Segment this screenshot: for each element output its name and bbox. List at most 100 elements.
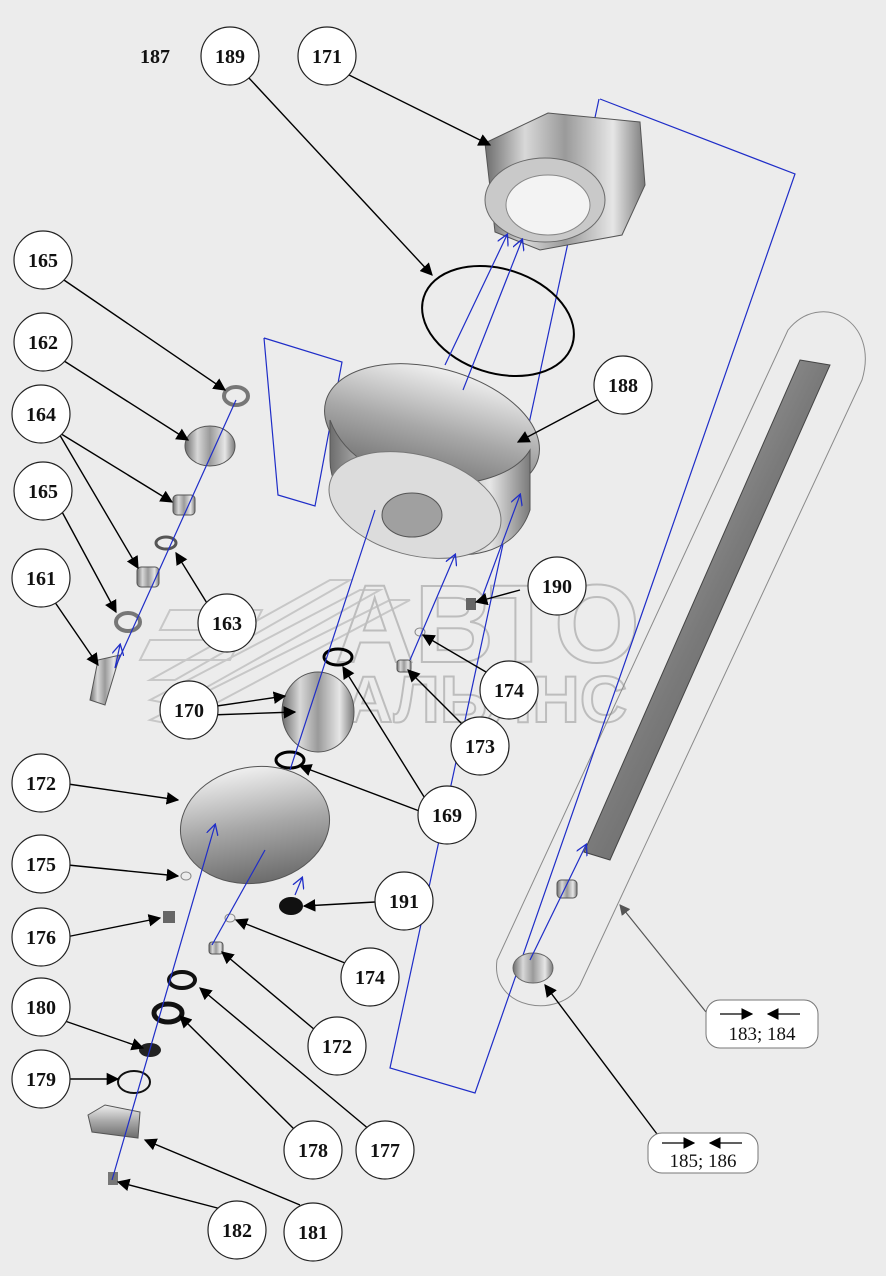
bolt-part (466, 598, 476, 610)
callout-label: 174 (355, 967, 385, 989)
callout-bubble (374, 871, 434, 931)
callout-label: 172 (322, 1036, 352, 1058)
callout-c172b: 172 (307, 1016, 367, 1076)
callout-c177: 177 (355, 1120, 415, 1180)
callout-label: 190 (542, 576, 572, 598)
callout-bubble (479, 660, 539, 720)
ring-gear-part (484, 112, 646, 251)
callout-c165a: 165 (13, 230, 73, 290)
callout-label: 179 (26, 1069, 56, 1091)
o-ring-part (421, 264, 575, 378)
callout-label: 175 (26, 854, 56, 876)
callout-bubble (283, 1120, 343, 1180)
ref-box-183-184: 183; 184 (705, 999, 819, 1049)
nut-part (208, 941, 224, 955)
callout-bubble (159, 680, 219, 740)
callout-c172a: 172 (11, 753, 71, 813)
small-washer-part (224, 913, 236, 923)
callout-c174b: 174 (340, 947, 400, 1007)
callout-bubble (11, 753, 71, 813)
callout-c173: 173 (450, 716, 510, 776)
callout-label: 189 (215, 46, 245, 68)
spring-part (512, 952, 554, 984)
callout-c188: 188 (593, 355, 653, 415)
callout-c164: 164 (11, 384, 71, 444)
callout-bubble (340, 947, 400, 1007)
spacer-part (154, 535, 178, 551)
plug-part (279, 897, 303, 915)
callout-c170: 170 (159, 680, 219, 740)
callout-bubble (13, 312, 73, 372)
callout-label: 172 (26, 773, 56, 795)
callout-label: 165 (28, 481, 58, 503)
axle-pin-part (89, 654, 121, 706)
callout-c174a: 174 (479, 660, 539, 720)
callout-bubble (207, 1200, 267, 1260)
o-ring-part (117, 1070, 151, 1094)
callout-c190: 190 (527, 556, 587, 616)
callout-c175: 175 (11, 834, 71, 894)
callout-label: 188 (608, 375, 638, 397)
callout-c180: 180 (11, 977, 71, 1037)
callout-c162: 162 (13, 312, 73, 372)
callout-label: 176 (26, 927, 56, 949)
callout-bubble (307, 1016, 367, 1076)
callout-bubble (200, 26, 260, 86)
callout-c171: 171 (297, 26, 357, 86)
ref-box-label: 185; 186 (669, 1151, 736, 1172)
callout-label: 180 (26, 997, 56, 1019)
callout-c182: 182 (207, 1200, 267, 1260)
callout-label: 169 (432, 805, 462, 827)
callout-bubble (11, 548, 71, 608)
callout-bubble (297, 26, 357, 86)
callout-c161: 161 (11, 548, 71, 608)
callout-c189: 189 (200, 26, 260, 86)
callout-bubble (13, 230, 73, 290)
hub-part (324, 363, 540, 559)
callout-bubble (417, 785, 477, 845)
callout-bubble (11, 384, 71, 444)
callout-label: 164 (26, 404, 56, 426)
callout-label: 173 (465, 736, 495, 758)
callout-c169: 169 (417, 785, 477, 845)
washer-part (222, 385, 250, 407)
ref-box-185-186: 185; 186 (647, 1132, 759, 1174)
callout-label: 163 (212, 613, 242, 635)
callout-label: 177 (370, 1140, 400, 1162)
callout-bubble (11, 1049, 71, 1109)
nut-part (396, 659, 412, 673)
bolt-part (163, 911, 175, 923)
callout-bubble (527, 556, 587, 616)
washer-part (114, 611, 142, 633)
callout-label: 174 (494, 680, 524, 702)
callout-label: 170 (174, 700, 204, 722)
callout-bubble (593, 355, 653, 415)
seal-part (151, 1001, 185, 1025)
callout-c163: 163 (197, 593, 257, 653)
callout-label: 171 (312, 46, 342, 68)
callout-label: 165 (28, 250, 58, 272)
callout-label: 161 (26, 568, 56, 590)
small-washer-part (180, 871, 192, 881)
snap-ring-part (274, 750, 306, 770)
callout-bubble (197, 593, 257, 653)
callout-c178: 178 (283, 1120, 343, 1180)
callout-bubble (283, 1202, 343, 1262)
callout-bubble (13, 461, 73, 521)
planet-gear-part (184, 425, 236, 467)
callout-c181: 181 (283, 1202, 343, 1262)
snap-ring-part (322, 647, 354, 667)
leader-lines (51, 72, 707, 1211)
cover-part (179, 765, 331, 885)
callout-label: 191 (389, 891, 419, 913)
callout-c191: 191 (374, 871, 434, 931)
ref-box-label: 183; 184 (728, 1024, 796, 1045)
shaft-group-outline (496, 311, 866, 1007)
callout-label: 178 (298, 1140, 328, 1162)
callout-label: 162 (28, 332, 58, 354)
axle-shaft-part (583, 359, 831, 861)
callout-c176: 176 (11, 907, 71, 967)
drawing-number: 187 (140, 46, 170, 68)
